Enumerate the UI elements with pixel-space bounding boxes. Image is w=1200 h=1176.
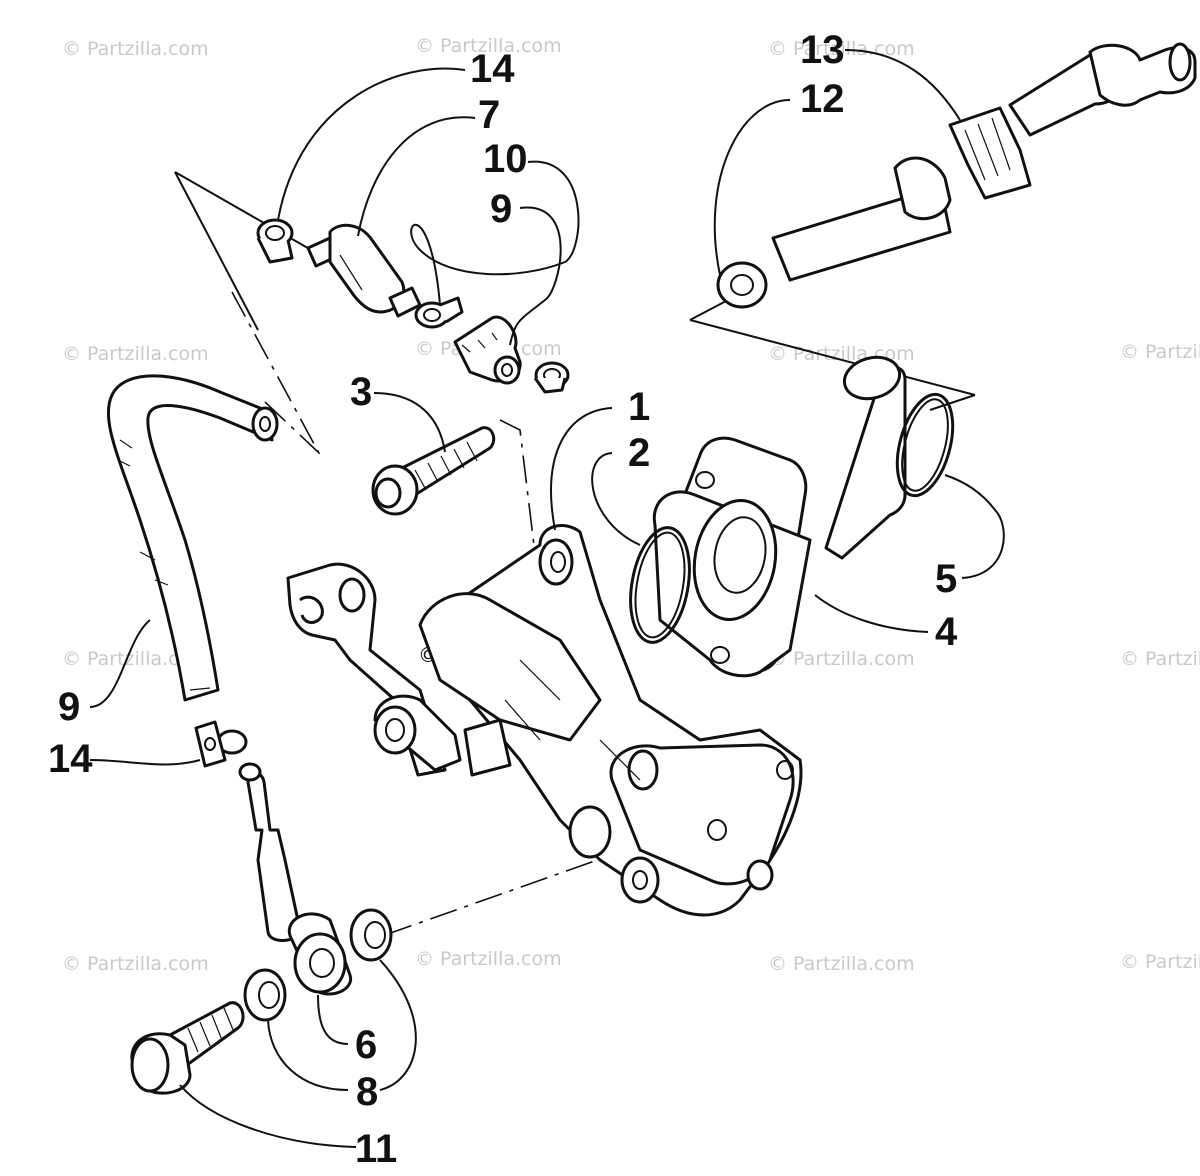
watermark: © Partzilla.com [768,953,915,975]
oil-hose-long [107,374,279,702]
banjo-bolt [130,1001,245,1095]
watermark: © Partzilla.com [62,343,209,365]
callout-6: 6 [355,1023,377,1067]
watermark: © Partzilla.com [1120,951,1200,973]
callout-13: 13 [800,28,845,72]
oil-hose-short [453,315,522,385]
callout-5: 5 [935,557,957,601]
pump-control-lever [286,562,512,777]
callout-9-top: 9 [490,187,512,231]
callout-3: 3 [350,370,372,414]
callout-4: 4 [935,610,958,654]
callout-12: 12 [800,77,845,121]
callout-leaders [89,49,1005,1148]
banjo-fitting [238,762,353,996]
watermark: © Partzilla.com [415,948,562,970]
oil-pump-body [418,524,803,917]
sealing-washer-left [243,968,287,1022]
o-ring-body [629,526,691,644]
check-valve [306,223,422,318]
callout-9-left: 9 [58,685,80,729]
watermark: © Partzilla.com [1120,341,1200,363]
hose-clamp-lower [533,361,570,394]
mounting-screw [371,426,496,516]
callout-14-left: 14 [48,737,93,781]
hose-clamp-middle [414,296,464,329]
callout-labels: 14 7 10 9 13 12 3 1 2 5 4 9 14 6 8 11 [48,28,958,1171]
drive-shaft [771,42,1197,282]
watermark: © Partzilla.com [62,953,209,975]
hose-clamp-left [194,720,248,768]
callout-10: 10 [483,137,528,181]
watermark: © Partzilla.com [62,38,209,60]
callout-1: 1 [628,385,650,429]
callout-14-top: 14 [470,47,515,91]
sealing-washer-right [349,908,393,962]
shaft-washer [716,261,768,309]
callout-2: 2 [628,431,650,475]
callout-8: 8 [356,1070,378,1114]
assembly-lines [174,171,976,936]
callout-11: 11 [355,1127,397,1171]
callout-7: 7 [478,93,500,137]
watermark: © Partzilla.com [1120,648,1200,670]
hose-clamp-top [256,218,294,264]
watermark: © Partzilla.com [768,648,915,670]
pump-cover-flange [652,355,907,678]
watermark: © Partzilla.com [415,35,562,57]
watermark: © Partzilla.com [62,648,209,670]
o-ring-cover [895,392,955,498]
